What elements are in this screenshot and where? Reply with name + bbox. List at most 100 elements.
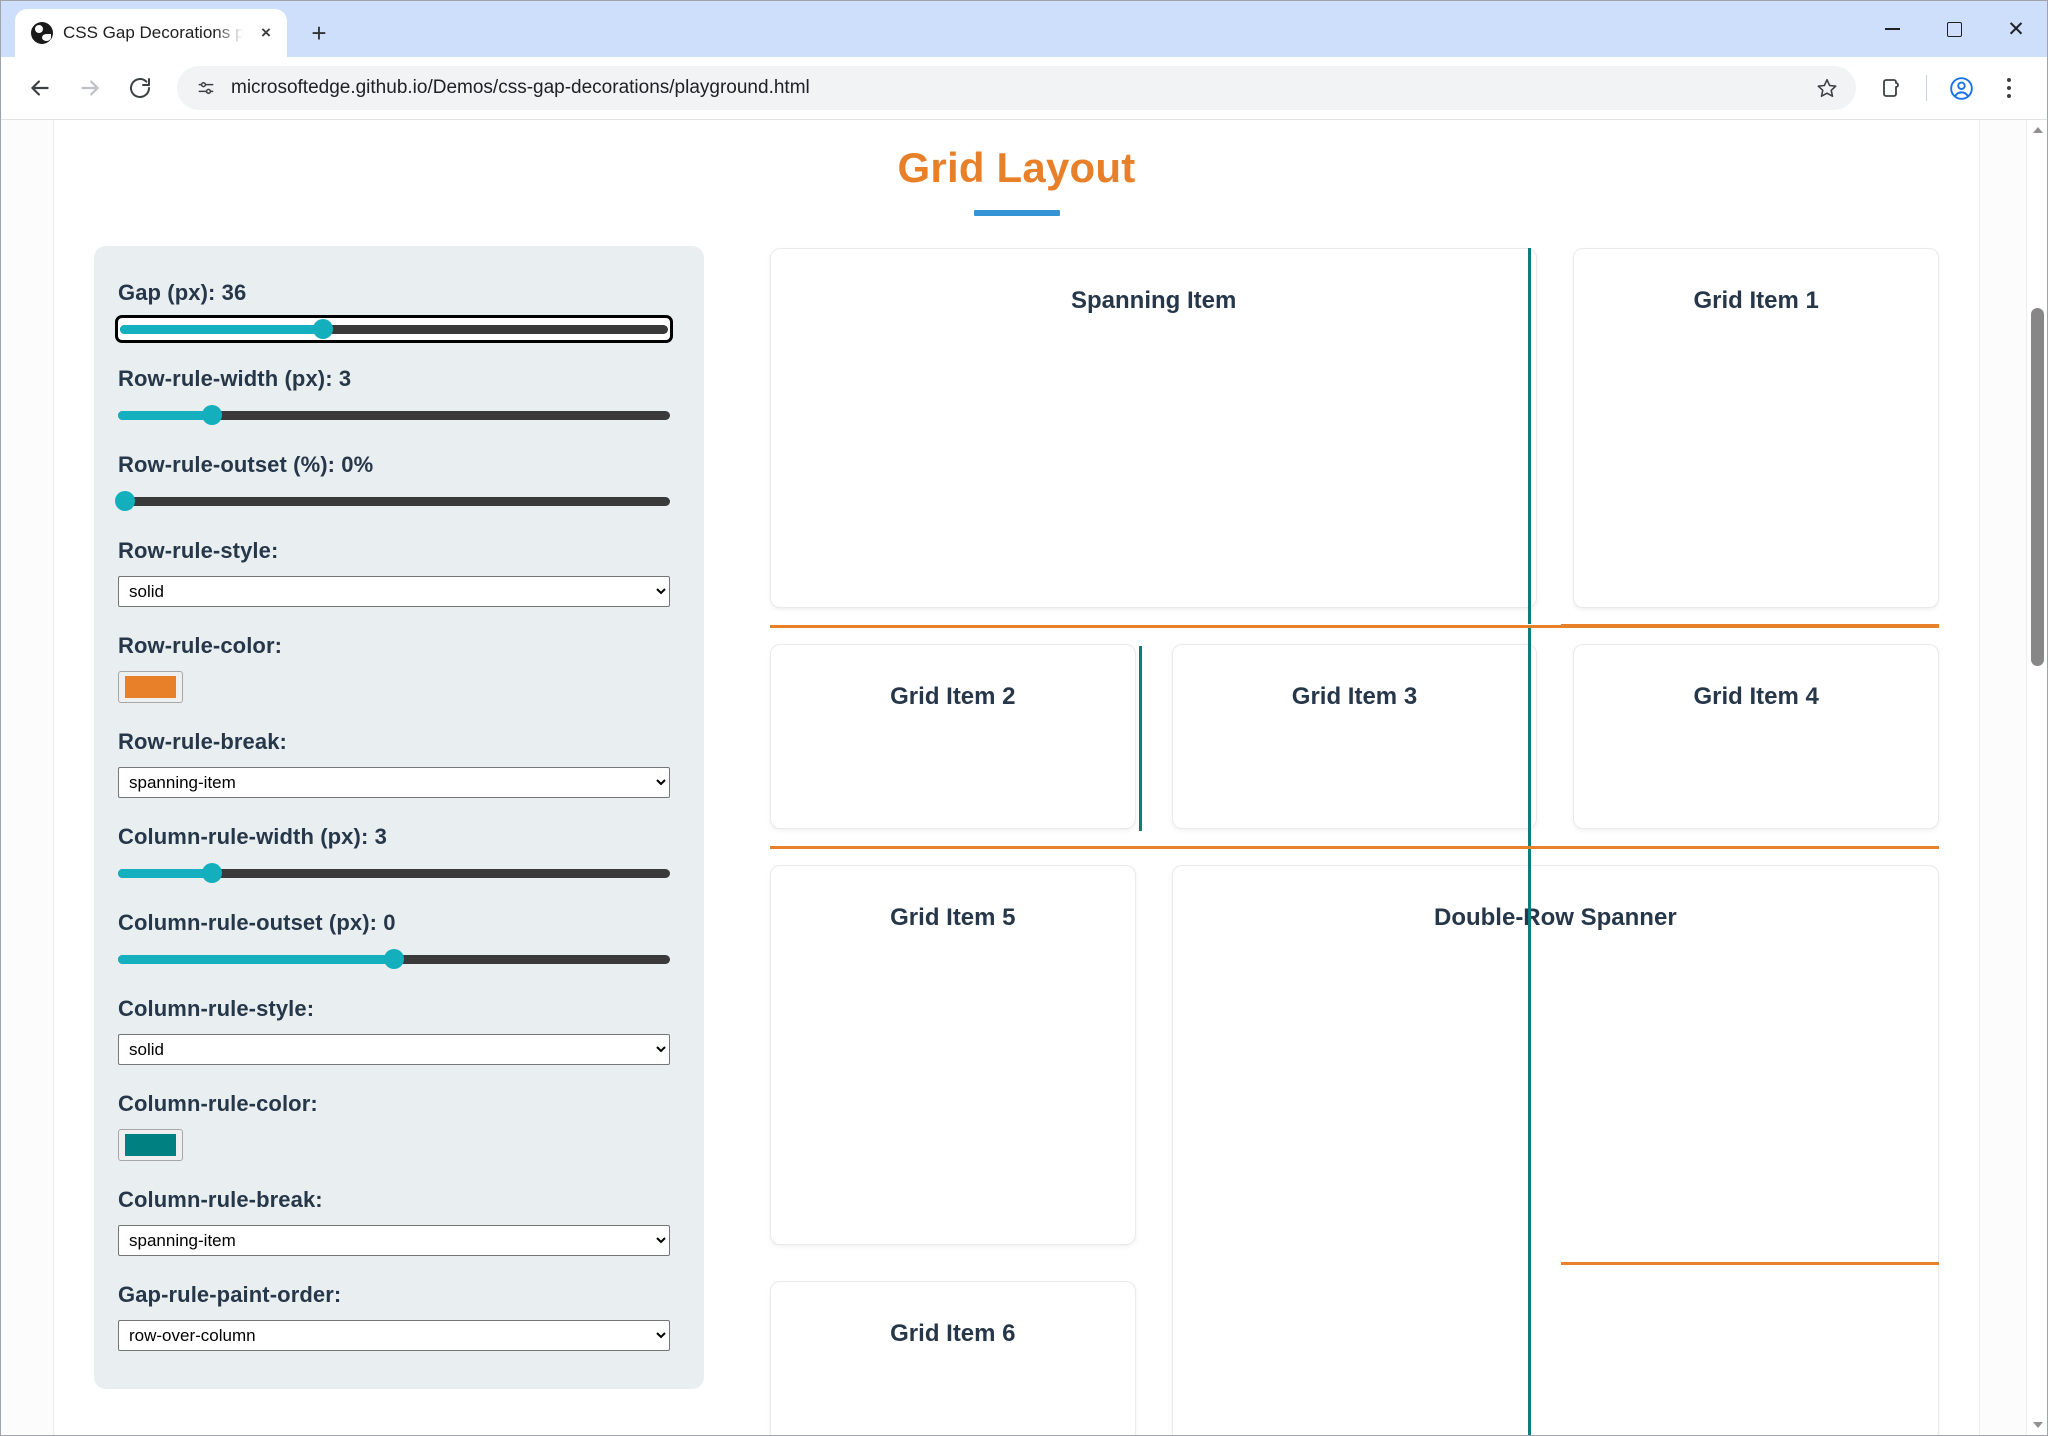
column-rule-style-select[interactable]: solid	[118, 1034, 670, 1065]
column-rule-width-slider[interactable]	[118, 862, 670, 884]
web-page: Grid Layout Gap (px): 36	[1, 120, 2026, 1435]
slider-thumb[interactable]	[384, 949, 404, 969]
tab-title: CSS Gap Decorations playground	[63, 23, 243, 42]
control-column-rule-width: Column-rule-width (px): 3	[118, 824, 670, 884]
color-swatch	[125, 676, 176, 698]
control-row-rule-width: Row-rule-width (px): 3	[118, 366, 670, 426]
slider-track	[118, 405, 670, 425]
url-text: microsoftedge.github.io/Demos/css-gap-de…	[231, 77, 810, 98]
grid-cell-1: Grid Item 1	[1573, 248, 1939, 608]
slider-thumb[interactable]	[201, 863, 222, 883]
close-window-button[interactable]: ✕	[2007, 17, 2025, 41]
grid-cell-6: Grid Item 6	[770, 1281, 1136, 1435]
column-rule-color-picker[interactable]	[118, 1129, 183, 1161]
slider-track	[120, 319, 668, 339]
slider-fill	[120, 324, 323, 334]
control-row-rule-outset: Row-rule-outset (%): 0%	[115, 452, 670, 512]
control-label: Gap (px): 36	[118, 280, 247, 305]
control-label: Column-rule-break:	[118, 1187, 323, 1212]
control-label: Column-rule-width (px): 3	[118, 824, 387, 849]
control-label: Row-rule-style:	[118, 538, 279, 563]
forward-icon[interactable]	[67, 65, 113, 111]
column-rule-outset-slider[interactable]	[118, 948, 670, 970]
row-rule-decoration	[770, 625, 1939, 628]
grid-cell-spanning-item: Spanning Item	[770, 248, 1538, 608]
control-label: Row-rule-width (px): 3	[118, 366, 352, 391]
control-label: Column-rule-color:	[118, 1091, 318, 1116]
slider-fill	[118, 954, 394, 964]
controls-panel: Gap (px): 36 Row-rule-width (px): 3	[94, 246, 704, 1389]
new-tab-button[interactable]: +	[311, 17, 327, 48]
scroll-down-icon[interactable]	[2027, 1415, 2047, 1435]
slider-thumb[interactable]	[115, 491, 136, 511]
row-rule-outset-slider[interactable]	[115, 490, 670, 512]
control-gap-rule-paint-order: Gap-rule-paint-order: row-over-column	[118, 1282, 670, 1351]
control-gap: Gap (px): 36	[115, 280, 673, 343]
control-label: Column-rule-style:	[118, 996, 315, 1021]
row-rule-decoration	[1561, 624, 1939, 627]
slider-thumb[interactable]	[201, 405, 222, 425]
control-column-rule-break: Column-rule-break: spanning-item	[118, 1187, 670, 1256]
gap-slider[interactable]	[115, 315, 673, 343]
control-label: Row-rule-break:	[118, 729, 287, 754]
grid-cell-5: Grid Item 5	[770, 865, 1136, 1245]
close-icon[interactable]: ×	[261, 23, 271, 42]
page-viewport: Grid Layout Gap (px): 36	[1, 119, 2047, 1435]
slider-thumb[interactable]	[312, 319, 333, 339]
reload-icon[interactable]	[117, 65, 163, 111]
globe-icon	[31, 22, 53, 44]
control-column-rule-color: Column-rule-color:	[118, 1091, 670, 1161]
playground-layout: Gap (px): 36 Row-rule-width (px): 3	[54, 216, 1979, 1435]
row-rule-color-picker[interactable]	[118, 671, 183, 703]
column-rule-decoration	[1138, 646, 1142, 831]
minimize-button[interactable]	[1861, 1, 1923, 57]
site-settings-icon[interactable]	[195, 77, 217, 99]
grid-cell-3: Grid Item 3	[1171, 644, 1538, 829]
row-rule-break-select[interactable]: spanning-item	[118, 767, 670, 798]
star-icon[interactable]	[1812, 73, 1842, 103]
demo-grid: Spanning Item Grid Item 1 Grid Item 2 Gr…	[770, 248, 1939, 1435]
page-scrollbar[interactable]	[2026, 120, 2047, 1435]
control-label: Column-rule-outset (px): 0	[118, 910, 396, 935]
control-row-rule-color: Row-rule-color:	[118, 633, 670, 703]
row-rule-decoration	[770, 846, 1939, 849]
page-content: Grid Layout Gap (px): 36	[53, 120, 1980, 1435]
browser-tab[interactable]: CSS Gap Decorations playground ×	[15, 9, 287, 57]
page-title: Grid Layout	[897, 144, 1136, 191]
row-rule-style-select[interactable]: solid	[118, 576, 670, 607]
address-bar[interactable]: microsoftedge.github.io/Demos/css-gap-de…	[177, 66, 1856, 110]
row-rule-width-slider[interactable]	[118, 404, 670, 426]
toolbar-actions	[1870, 66, 2031, 110]
scroll-up-icon[interactable]	[2027, 120, 2047, 140]
color-swatch	[125, 1134, 176, 1156]
column-rule-break-select[interactable]: spanning-item	[118, 1225, 670, 1256]
control-column-rule-outset: Column-rule-outset (px): 0	[118, 910, 670, 970]
slider-track	[118, 949, 670, 969]
grid-cell-2: Grid Item 2	[770, 644, 1136, 829]
extensions-icon[interactable]	[1870, 66, 1914, 110]
control-label: Gap-rule-paint-order:	[118, 1282, 342, 1307]
slider-fill	[118, 410, 212, 420]
grid-cell-double-row-spanner: Double-Row Spanner	[1171, 865, 1939, 1435]
slider-fill	[118, 868, 212, 878]
window-controls: ✕	[1861, 1, 2047, 57]
toolbar-divider	[1926, 75, 1927, 101]
title-underline	[973, 210, 1060, 216]
scrollbar-thumb[interactable]	[2031, 308, 2044, 666]
tab-strip: CSS Gap Decorations playground × + ✕	[1, 1, 2047, 57]
gap-rule-paint-order-select[interactable]: row-over-column	[118, 1320, 670, 1351]
profile-icon[interactable]	[1939, 66, 1983, 110]
control-row-rule-break: Row-rule-break: spanning-item	[118, 729, 670, 798]
control-label: Row-rule-color:	[118, 633, 283, 658]
slider-track	[115, 491, 670, 511]
grid-cell-4: Grid Item 4	[1573, 644, 1939, 829]
kebab-menu-icon[interactable]	[1987, 66, 2031, 110]
grid-demo: Spanning Item Grid Item 1 Grid Item 2 Gr…	[770, 246, 1939, 1435]
control-row-rule-style: Row-rule-style: solid	[118, 538, 670, 607]
back-icon[interactable]	[17, 65, 63, 111]
control-label: Row-rule-outset (%): 0%	[118, 452, 374, 477]
control-column-rule-style: Column-rule-style: solid	[118, 996, 670, 1065]
browser-toolbar: microsoftedge.github.io/Demos/css-gap-de…	[1, 57, 2047, 119]
maximize-button[interactable]	[1923, 1, 1985, 57]
